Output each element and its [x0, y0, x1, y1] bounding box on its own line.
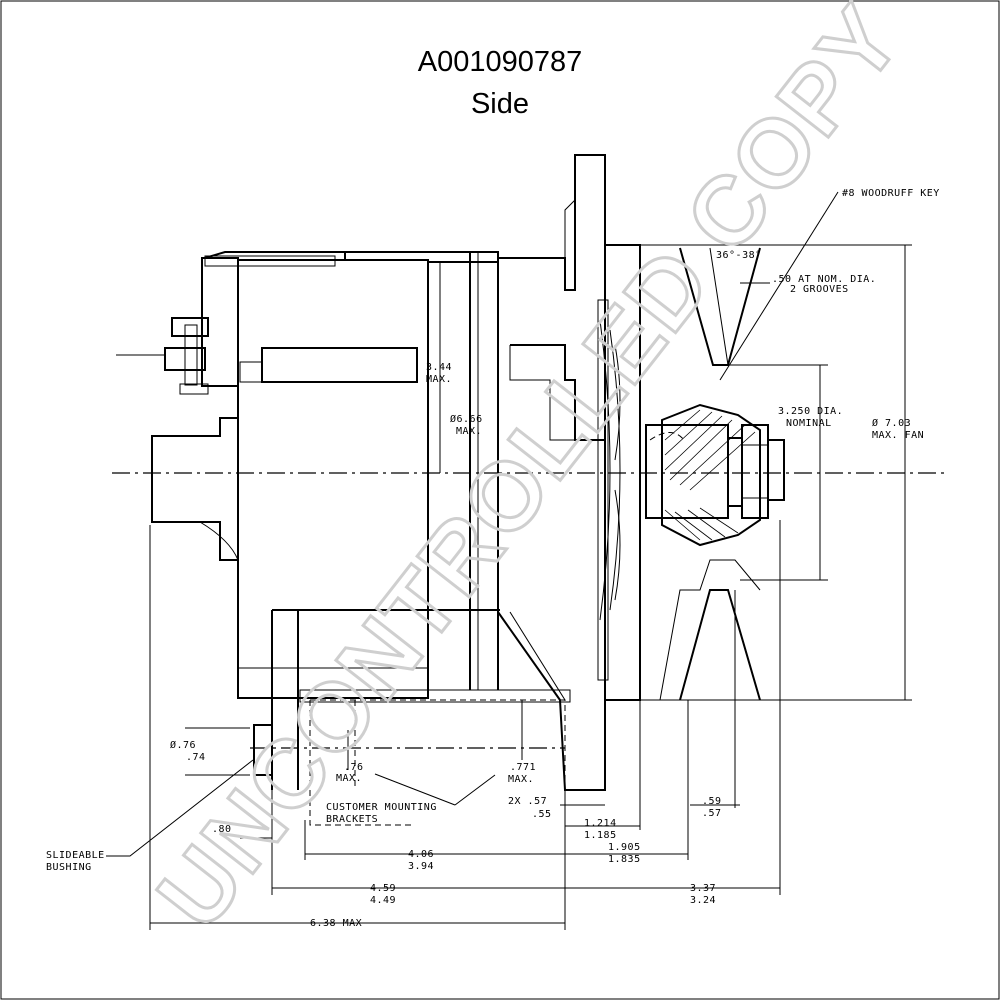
bushing-dia-top: Ø.76: [170, 739, 196, 751]
dim-666-max: MAX.: [456, 426, 482, 437]
dim-57: .57: [702, 808, 722, 819]
dim-1905: 1.905: [608, 842, 641, 853]
view-subtitle: Side: [470, 88, 530, 120]
dim-1835: 1.835: [608, 854, 641, 865]
dim-76-max: MAX.: [336, 773, 362, 784]
dim-666: Ø6.66: [450, 413, 483, 425]
dim-344-max: MAX.: [426, 374, 452, 385]
dimension-lines: [106, 191, 912, 930]
dim-324: 3.24: [690, 895, 716, 906]
dim-2x-57: 2X .57: [508, 796, 547, 807]
pulley-assembly: [645, 247, 785, 701]
customer-brackets-line1: CUSTOMER MOUNTING: [326, 802, 437, 813]
fan-assembly: [597, 244, 641, 701]
dim-80: .80: [212, 824, 232, 835]
dim-394: 3.94: [408, 861, 434, 872]
fan-dia-label: Ø 7.03: [872, 417, 911, 429]
dim-406: 4.06: [408, 849, 434, 860]
bushing-dia-bottom: .74: [186, 752, 206, 763]
dim-337: 3.37: [690, 883, 716, 894]
alternator-body: [116, 154, 606, 826]
dim-55: .55: [532, 809, 552, 820]
dim-638-max: 6.38 MAX: [310, 918, 362, 929]
dim-344: 3.44: [426, 362, 452, 373]
pulley-nominal-label: NOMINAL: [786, 418, 832, 429]
dim-449: 4.49: [370, 895, 396, 906]
fan-max-label: MAX. FAN: [872, 430, 924, 441]
dim-459: 4.59: [370, 883, 396, 894]
groove-width-label: .50 AT NOM. DIA.: [772, 274, 876, 285]
slideable-label-line2: BUSHING: [46, 862, 92, 873]
dim-771-max: MAX.: [508, 774, 534, 785]
dim-1214: 1.214: [584, 818, 617, 829]
pulley-dia-label: 3.250 DIA.: [778, 406, 843, 417]
part-number-title: A001090787: [417, 46, 583, 78]
dim-1185: 1.185: [584, 830, 617, 841]
dim-76: .76: [344, 762, 364, 773]
dim-771: .771: [510, 762, 536, 773]
grooves-label: 2 GROOVES: [790, 284, 849, 295]
woodruff-key-label: #8 WOODRUFF KEY: [842, 188, 940, 199]
slideable-label-line1: SLIDEABLE: [46, 850, 105, 861]
dim-59: .59: [702, 796, 722, 807]
groove-angle-label: 36°-38°: [716, 250, 762, 261]
customer-brackets-line2: BRACKETS: [326, 814, 378, 825]
